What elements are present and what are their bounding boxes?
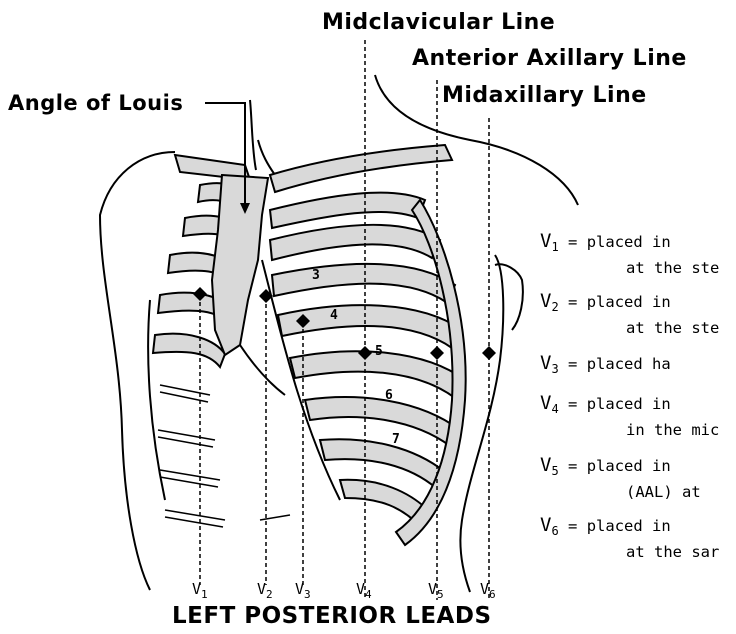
v1-bottom-label: V1 [192,580,208,601]
rib-number-4: 4 [330,308,338,323]
angle-of-louis-label: Angle of Louis [8,91,183,115]
v4-note-cont: in the mic [626,421,719,439]
v6-bottom-label: V6 [480,580,496,601]
body-outline-left [100,152,175,590]
rib-number-7: 7 [392,432,400,447]
v1-note-cont: at the ste [626,259,719,277]
anterior-axillary-line-label: Anterior Axillary Line [412,46,687,71]
v3-bottom-label: V3 [295,580,311,601]
rib-number-5: 5 [375,344,383,359]
right-arm-curve [495,264,523,330]
v6-marker [482,346,496,360]
midaxillary-line-label: Midaxillary Line [442,83,647,108]
midclavicular-line-label: Midclavicular Line [322,10,555,35]
v2-note: V2 = placed in [540,293,671,315]
v5-note-cont: (AAL) at [626,483,701,501]
footer-title: LEFT POSTERIOR LEADS [172,603,492,629]
rib-number-3: 3 [312,268,320,283]
v4-bottom-label: V4 [356,580,372,601]
neck-line-2 [258,140,275,175]
v5-bottom-label: V5 [428,580,444,601]
v5-note: V5 = placed in [540,457,671,479]
rib-number-6: 6 [385,388,393,403]
v2-note-cont: at the ste [626,319,719,337]
v6-note-cont: at the sar [626,543,719,561]
neck-line [250,100,256,170]
v1-note: V1 = placed in [540,233,671,255]
v3-note: V3 = placed ha [540,355,671,377]
v6-note: V6 = placed in [540,517,671,539]
v5-marker [430,346,444,360]
left-ribs-hatching [158,385,290,527]
v4-note: V4 = placed in [540,395,671,417]
sternum-costal-left [240,345,285,395]
body-outline-right [460,255,503,592]
v2-bottom-label: V2 [257,580,273,601]
right-clavicle [270,145,452,192]
sternum [212,175,268,355]
